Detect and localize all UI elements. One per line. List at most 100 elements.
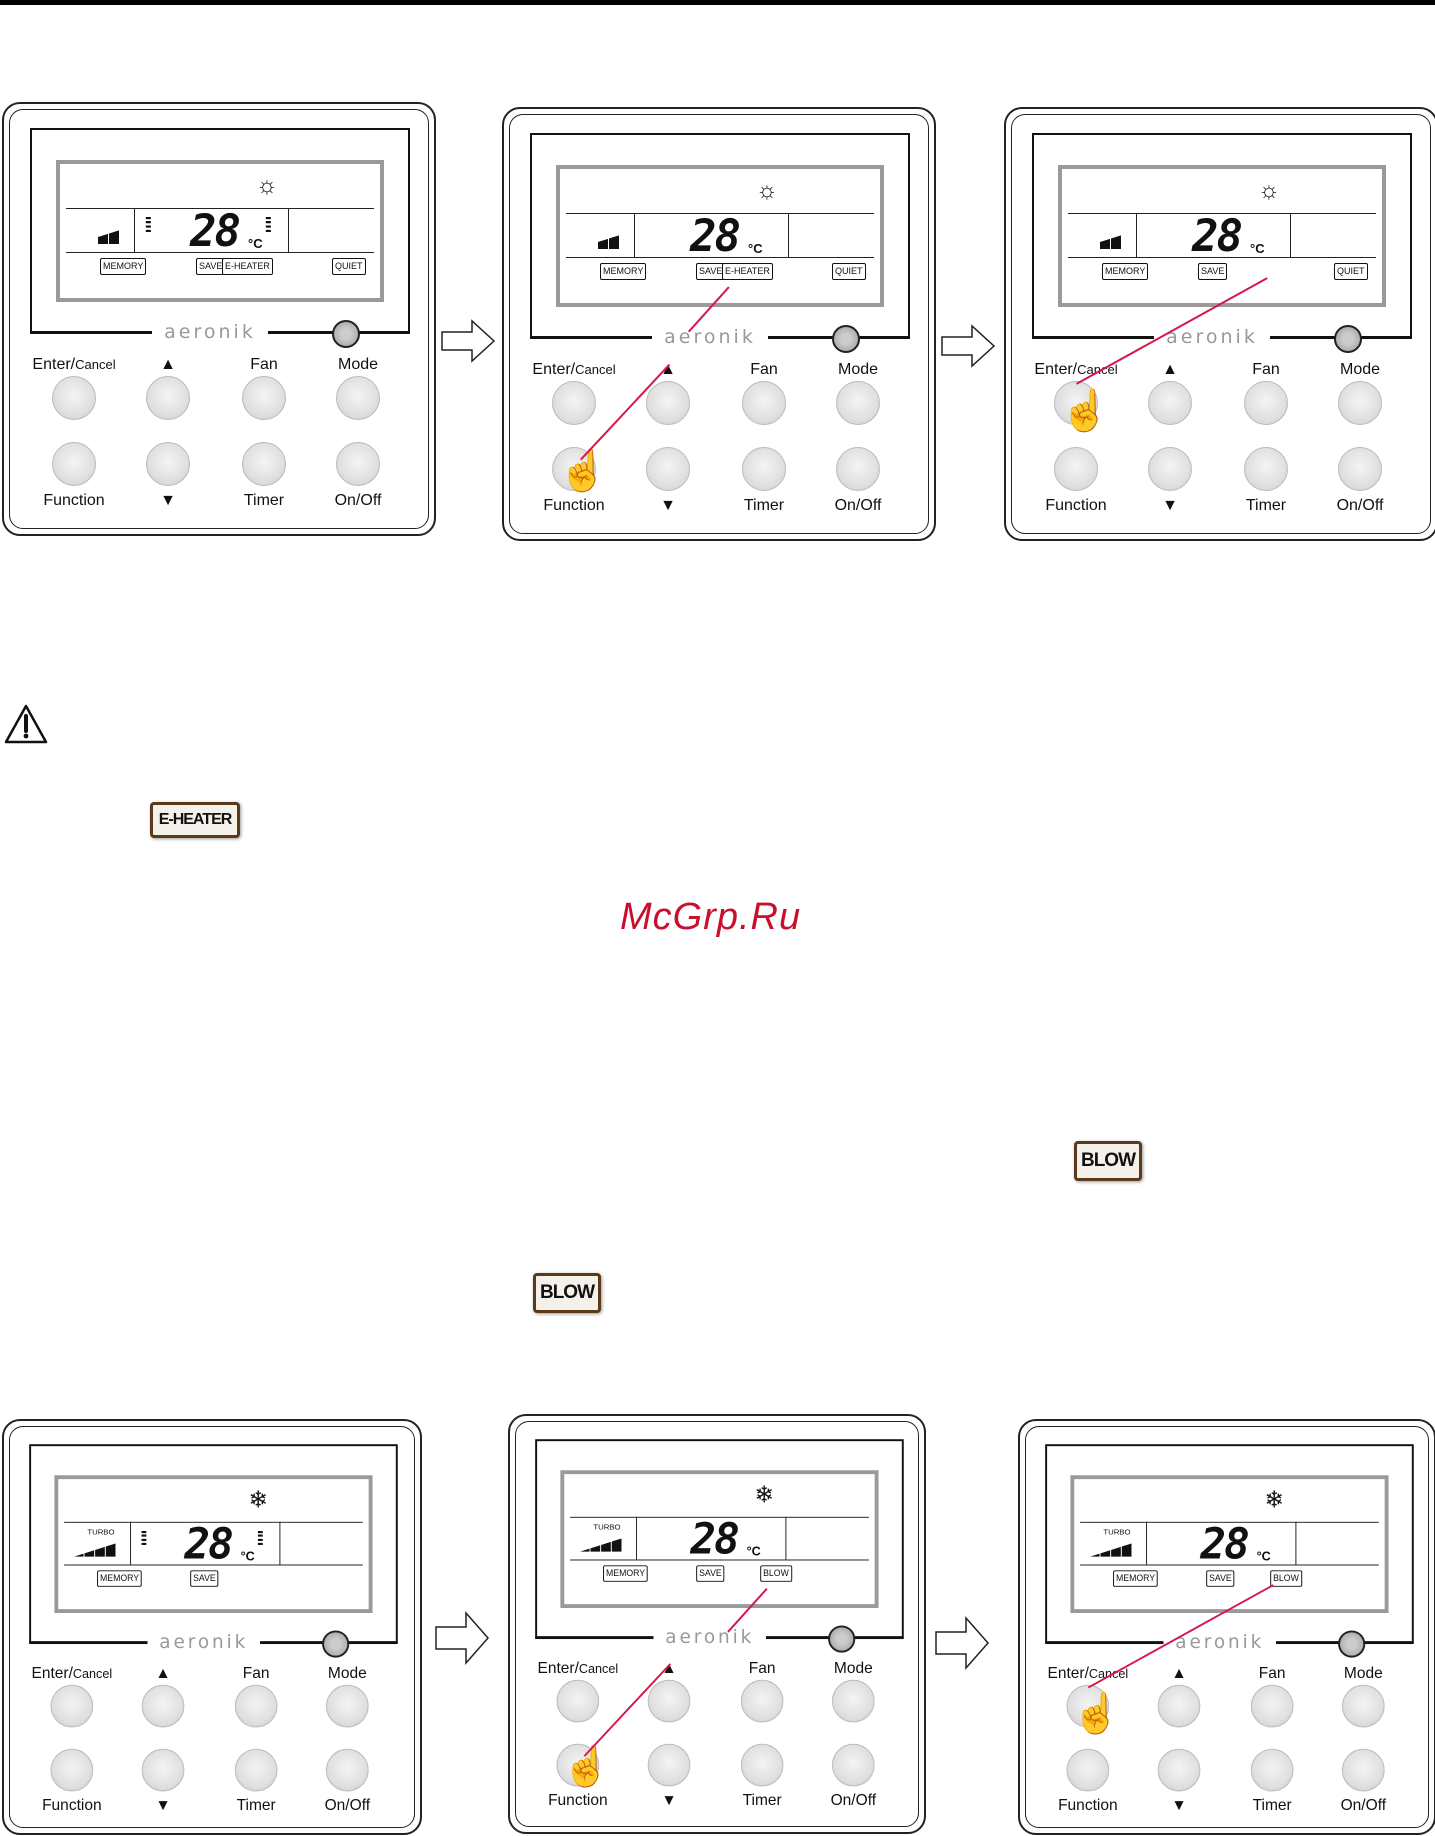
turbo-indicator: TURBO — [87, 1527, 115, 1537]
indicator-save: SAVE — [696, 263, 726, 280]
fan-speed-bar — [109, 230, 119, 244]
up-button[interactable] — [1148, 381, 1192, 425]
blow-badge: BLOW — [533, 1273, 601, 1313]
fan-speed-icon — [98, 230, 119, 244]
up-button[interactable] — [146, 376, 190, 420]
enter-cancel-button[interactable] — [552, 381, 596, 425]
indicator-memory: MEMORY — [603, 1565, 649, 1582]
down-label: ▼ — [660, 497, 676, 514]
temperature-unit: °C — [240, 1548, 255, 1564]
timer-label: Timer — [1252, 1797, 1292, 1814]
up-button[interactable] — [646, 381, 690, 425]
up-button[interactable] — [647, 1679, 691, 1723]
enter-cancel-label: Enter/Cancel — [1034, 1665, 1141, 1682]
mode-label: Mode — [327, 1665, 367, 1682]
timer-button[interactable] — [1250, 1748, 1294, 1792]
up-button[interactable] — [1157, 1684, 1201, 1728]
on-off-button[interactable] — [1341, 1748, 1385, 1792]
timer-button[interactable] — [242, 442, 286, 486]
up-button[interactable] — [141, 1684, 185, 1728]
down-button[interactable] — [1148, 447, 1192, 491]
sensor-icon — [828, 1625, 856, 1653]
enter-cancel-button[interactable] — [1066, 1684, 1110, 1728]
lcd-divider — [1080, 1564, 1379, 1566]
function-button[interactable] — [552, 447, 596, 491]
enter-cancel-button[interactable] — [1054, 381, 1098, 425]
down-button[interactable] — [146, 442, 190, 486]
on-off-button[interactable] — [325, 1748, 369, 1792]
temperature-readout: 28 — [184, 1519, 233, 1570]
fan-speed-bar — [105, 1543, 116, 1557]
indicator-save: SAVE — [190, 1570, 219, 1587]
lcd-divider — [1068, 257, 1376, 258]
enter-cancel-label: Enter/Cancel — [519, 361, 629, 379]
function-button[interactable] — [52, 442, 96, 486]
on-off-button[interactable] — [836, 447, 880, 491]
enter-cancel-button[interactable] — [50, 1684, 94, 1728]
mode-button[interactable] — [1338, 381, 1382, 425]
fan-button[interactable] — [742, 381, 786, 425]
on-off-button[interactable] — [336, 442, 380, 486]
function-button[interactable] — [556, 1743, 600, 1787]
timer-label: Timer — [742, 1792, 782, 1809]
indicator-blow: BLOW — [1270, 1570, 1302, 1587]
timer-button[interactable] — [1244, 447, 1288, 491]
indicator-blow: BLOW — [760, 1565, 792, 1582]
fan-speed-bar — [1111, 235, 1121, 249]
on-off-button[interactable] — [831, 1743, 875, 1787]
fan-button[interactable] — [234, 1684, 278, 1728]
fan-speed-bar — [590, 1545, 601, 1552]
lcd-divider — [1136, 213, 1137, 257]
enter-cancel-label: Enter/Cancel — [1021, 361, 1131, 379]
down-button[interactable] — [141, 1748, 185, 1792]
indicator-save: SAVE — [1198, 263, 1228, 280]
enter-cancel-label: Enter/Cancel — [524, 1660, 631, 1677]
enter-cancel-button[interactable] — [52, 376, 96, 420]
down-button[interactable] — [647, 1743, 691, 1787]
on-off-button[interactable] — [1338, 447, 1382, 491]
lcd-divider — [66, 252, 374, 253]
temperature-readout: 28 — [1200, 1519, 1249, 1570]
timer-button[interactable] — [742, 447, 786, 491]
function-button[interactable] — [1054, 447, 1098, 491]
fan-button[interactable] — [740, 1679, 784, 1723]
function-label: Function — [1045, 497, 1107, 514]
down-button[interactable] — [1157, 1748, 1201, 1792]
mode-button[interactable] — [836, 381, 880, 425]
brand-logo: aeronik — [1163, 1630, 1277, 1654]
timer-button[interactable] — [234, 1748, 278, 1792]
down-button[interactable] — [646, 447, 690, 491]
on-off-label: On/Off — [834, 497, 882, 514]
swing-left-icon: ⁞⁞⁞ — [144, 215, 152, 237]
brand-logo: aeronik — [152, 320, 268, 344]
fan-speed-icon — [598, 235, 619, 249]
fan-button[interactable] — [242, 376, 286, 420]
timer-button[interactable] — [740, 1743, 784, 1787]
on-off-label: On/Off — [1340, 1797, 1387, 1814]
function-button[interactable] — [50, 1748, 94, 1792]
function-button[interactable] — [1066, 1748, 1110, 1792]
indicator-save: SAVE — [696, 1565, 725, 1582]
lcd-divider — [66, 208, 374, 209]
function-label: Function — [1058, 1797, 1118, 1814]
swing-right-icon: ⁞⁞⁞ — [264, 215, 272, 237]
lcd-divider — [64, 1564, 363, 1566]
mode-button[interactable] — [1341, 1684, 1385, 1728]
indicator-quiet: QUIET — [1334, 263, 1368, 280]
down-label: ▼ — [155, 1797, 171, 1814]
enter-cancel-button[interactable] — [556, 1679, 600, 1723]
fan-button[interactable] — [1250, 1684, 1294, 1728]
indicator-quiet: QUIET — [832, 263, 866, 280]
down-label: ▼ — [1162, 497, 1178, 514]
mode-button[interactable] — [336, 376, 380, 420]
mode-button[interactable] — [325, 1684, 369, 1728]
fan-button[interactable] — [1244, 381, 1288, 425]
mode-button[interactable] — [831, 1679, 875, 1723]
mode-label: Mode — [1343, 1665, 1383, 1682]
up-label: ▲ — [1162, 361, 1178, 378]
